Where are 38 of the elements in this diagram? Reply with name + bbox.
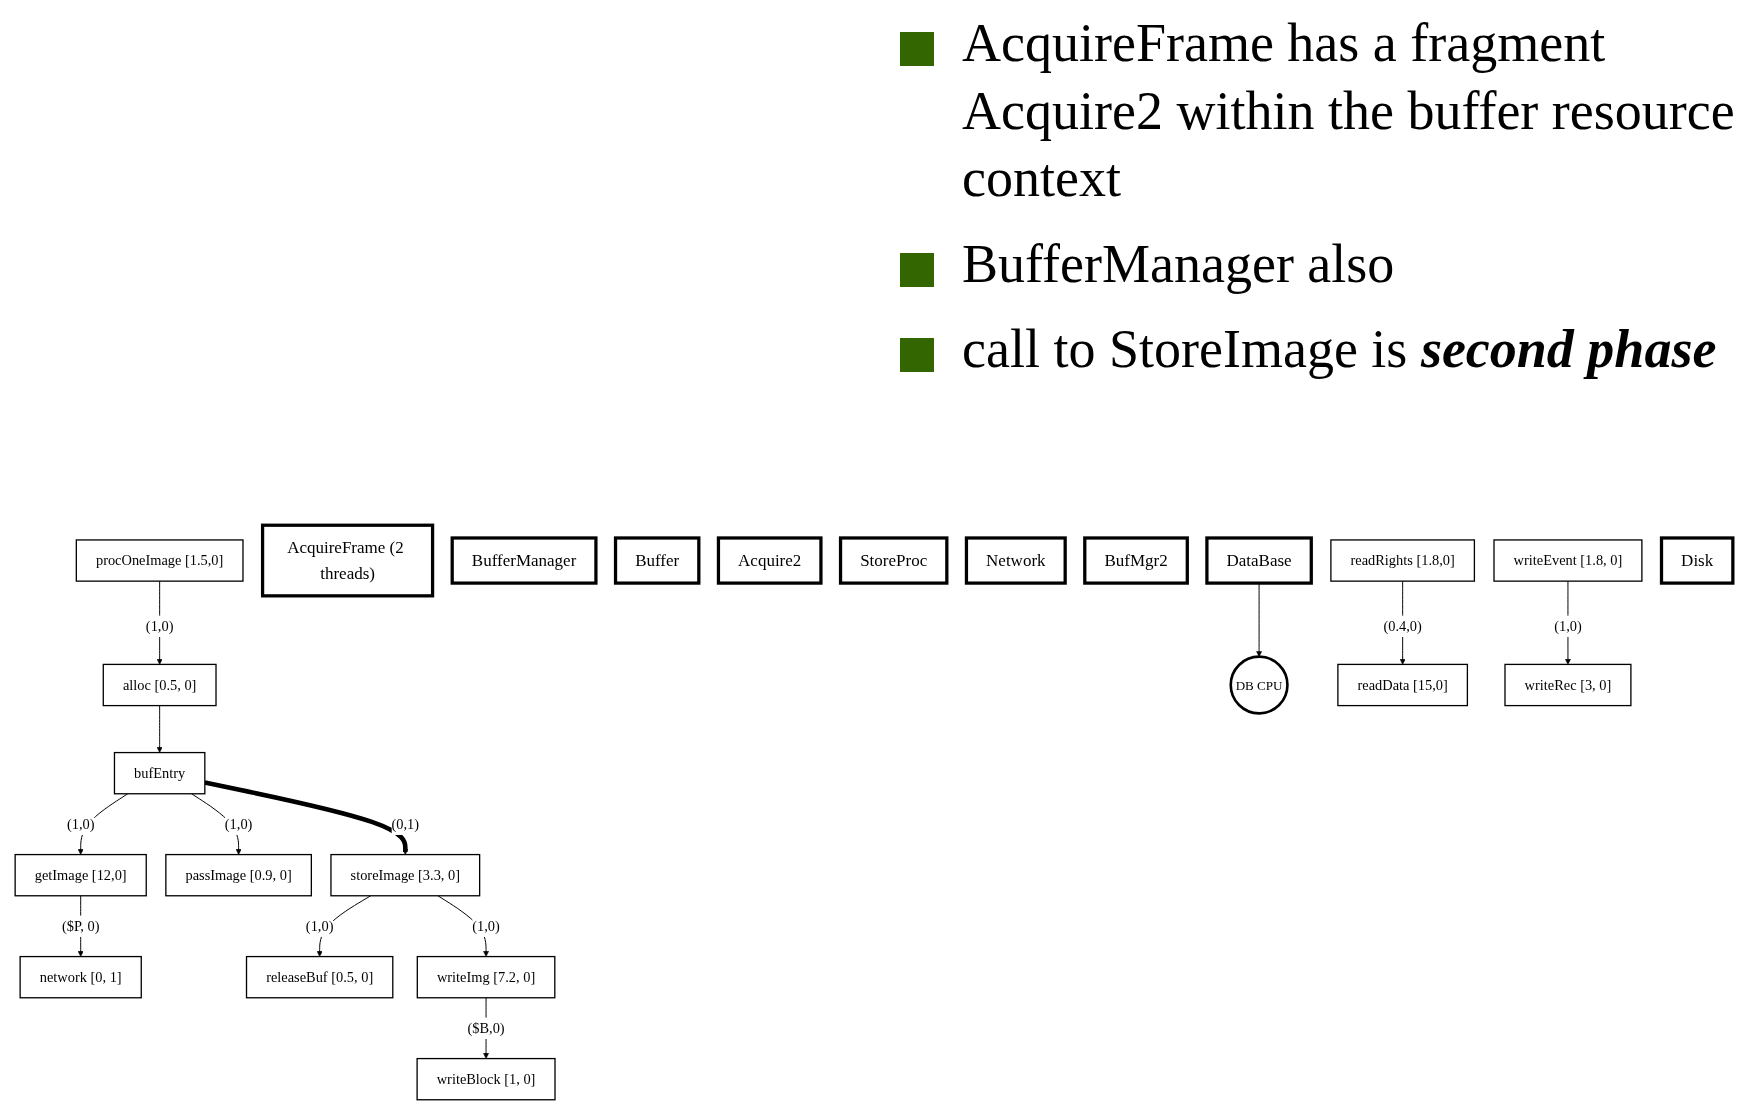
edge-label: (1,0) (224, 816, 253, 833)
arrow (204, 780, 409, 855)
edge-label: ($B,0) (467, 1020, 505, 1037)
node-box: Buffer (613, 536, 701, 585)
node-box: Network (964, 536, 1067, 585)
edge-label: (0,1) (391, 816, 420, 833)
node-box: storeImage [3.3, 0] (330, 853, 481, 897)
node-box: readRights [1.8,0] (1330, 539, 1476, 582)
node-box: DataBase (1205, 536, 1313, 585)
node-box: writeImg [7.2, 0] (416, 955, 556, 999)
node-box: readData [15,0] (1337, 663, 1469, 707)
edge-label: (1,0) (1554, 618, 1582, 635)
node-box: StoreProc (838, 536, 949, 585)
edge-label: (0.4,0) (1383, 618, 1422, 635)
edge-label: (1,0) (66, 816, 95, 833)
node-box: procOneImage [1.5,0] (75, 539, 244, 582)
bullet-text: AcquireFrame has a fragment Acquire2 within the buffer resource context (962, 12, 1736, 210)
node-box: network [0, 1] (19, 955, 142, 999)
bullet-text: call to StoreImage is second phase (962, 318, 1717, 381)
node-box: bufEntry (113, 751, 206, 795)
node-box: AcquireFrame (2 threads) (260, 523, 435, 598)
node-box: alloc [0.5, 0] (102, 663, 217, 707)
node-box: BufMgr2 (1083, 536, 1189, 585)
node-box: writeBlock [1, 0] (416, 1057, 556, 1101)
node-box: writeRec [3, 0] (1504, 663, 1632, 707)
edge-label: ($P, 0) (61, 918, 100, 935)
node-box: BufferManager (450, 536, 598, 585)
edge-label: (1,0) (472, 918, 500, 935)
node-box: getImage [12,0] (14, 853, 147, 897)
node-box: releaseBuf [0.5, 0] (245, 955, 394, 999)
node-circle: DB CPU (1229, 655, 1289, 715)
edge-label: (1,0) (305, 918, 334, 935)
bullet-text: BufferManager also (962, 232, 1395, 296)
node-box: writeEvent [1.8, 0] (1493, 539, 1643, 582)
node-box: Disk (1659, 536, 1735, 585)
node-box: passImage [0.9, 0] (165, 853, 312, 897)
edge-label: (1,0) (145, 618, 174, 635)
node-box: Acquire2 (716, 536, 823, 585)
